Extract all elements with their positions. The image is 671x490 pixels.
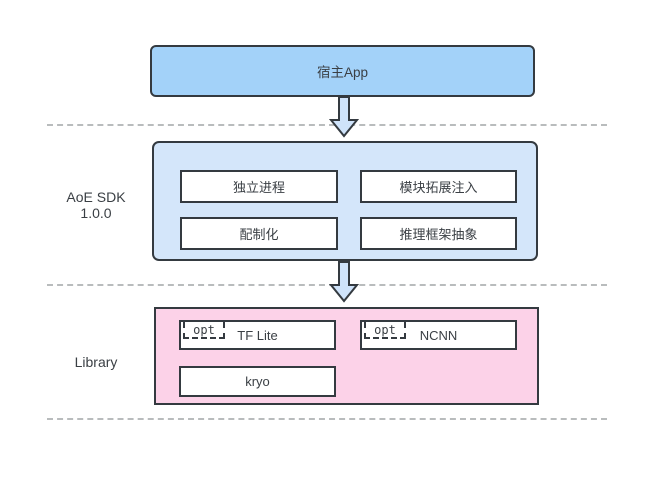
down-arrow-icon: [329, 261, 359, 303]
library-item-kryo: kryo: [179, 366, 336, 397]
opt-badge: opt: [364, 322, 406, 339]
sdk-module-label: 模块拓展注入: [399, 180, 478, 195]
library-item-tflite: opt TF Lite: [179, 320, 336, 350]
library-item-ncnn: opt NCNN: [360, 320, 517, 350]
sdk-container: 独立进程 模块拓展注入 配制化 推理框架抽象: [152, 141, 538, 261]
library-item-label: kryo: [245, 374, 270, 389]
host-app-label: 宿主App: [316, 65, 369, 80]
opt-badge: opt: [183, 322, 225, 339]
sdk-module-inference-abstraction: 推理框架抽象: [360, 217, 517, 250]
library-name: Library: [74, 354, 118, 370]
library-section-label: Library: [40, 354, 152, 370]
sdk-module-configuration: 配制化: [180, 217, 338, 250]
section-divider: [47, 284, 607, 286]
library-container: opt TF Lite opt NCNN kryo: [154, 307, 539, 405]
sdk-version: 1.0.0: [80, 205, 112, 222]
sdk-module-label: 配制化: [239, 227, 279, 242]
sdk-name: AoE SDK: [66, 189, 126, 205]
sdk-module-label: 独立进程: [232, 180, 285, 195]
library-item-label: TF Lite: [237, 327, 278, 343]
sdk-module-independent-process: 独立进程: [180, 170, 338, 203]
sdk-module-label: 推理框架抽象: [399, 227, 478, 242]
sdk-module-extension-injection: 模块拓展注入: [360, 170, 517, 203]
sdk-section-label: AoE SDK 1.0.0: [40, 189, 152, 221]
down-arrow-icon: [329, 96, 359, 138]
library-item-label: NCNN: [419, 327, 458, 343]
section-divider: [47, 124, 607, 126]
host-app-node: 宿主App: [150, 45, 535, 97]
section-divider: [47, 418, 607, 420]
